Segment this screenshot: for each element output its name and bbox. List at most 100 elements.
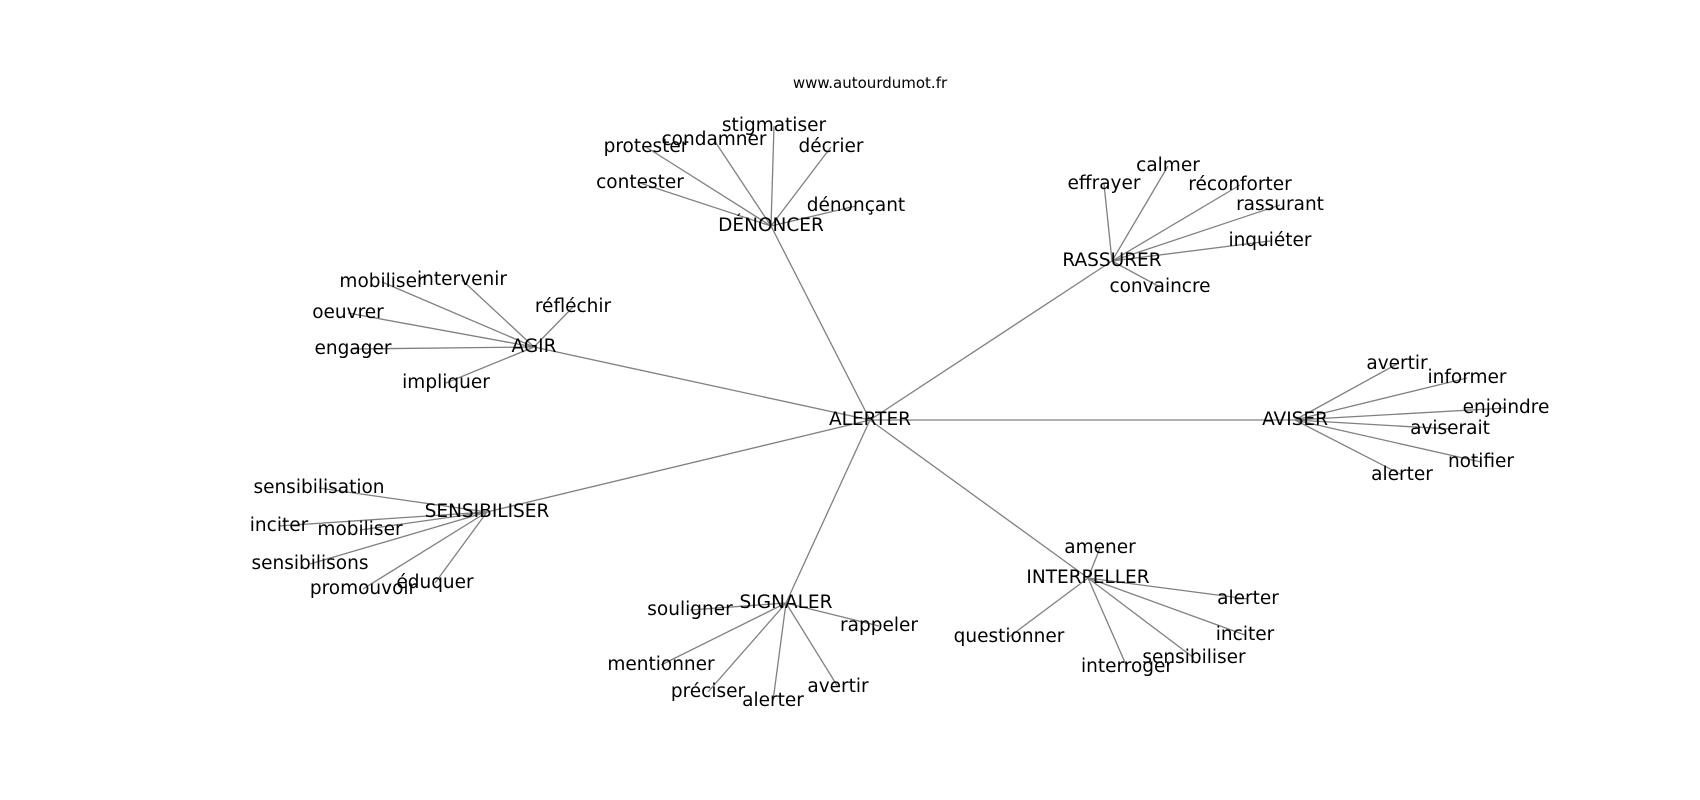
edge-rassurer-convaincre (1111, 260, 1161, 288)
leaf-node-signaler-mentionner: mentionner (607, 654, 715, 675)
edge-agir-mobiliser (381, 281, 535, 348)
edge-interpeller-alerter (1087, 577, 1249, 600)
leaf-node-sensibiliser-eduquer: éduquer (396, 572, 474, 593)
leaf-node-rassurer-rassurant: rassurant (1236, 194, 1324, 215)
leaf-node-denoncer-denoncant: dénonçant (807, 195, 905, 216)
edges-layer (278, 125, 1507, 702)
edge-signaler-mentionner (660, 602, 787, 666)
leaf-node-aviser-aviserait: aviserait (1410, 418, 1490, 439)
leaf-node-rassurer-convaincre: convaincre (1109, 276, 1210, 297)
leaf-node-aviser-notifier: notifier (1448, 451, 1514, 472)
edge-denoncer-contester (639, 182, 772, 227)
edge-aviser-notifier (1294, 419, 1482, 463)
edge-sensibiliser-eduquer (434, 511, 488, 584)
edge-rassurer-effrayer (1103, 183, 1113, 262)
center-node-label: ALERTER (829, 409, 911, 430)
edge-interpeller-inciter (1087, 577, 1246, 636)
leaf-node-aviser-alerter: alerter (1371, 464, 1433, 485)
edge-center-signaler (785, 419, 871, 604)
hub-node-signaler: SIGNALER (740, 592, 833, 613)
edge-aviser-enjoindre (1294, 407, 1507, 421)
leaf-node-agir-oeuvrer: oeuvrer (312, 302, 384, 323)
leaf-node-denoncer-protester: protester (604, 136, 689, 157)
edge-center-denoncer (770, 225, 871, 421)
leaf-node-signaler-avertir: avertir (807, 676, 869, 697)
edge-sensibiliser-sensibilisons (309, 511, 488, 565)
leaf-node-aviser-avertir: avertir (1366, 353, 1428, 374)
leaf-node-aviser-informer: informer (1428, 367, 1507, 388)
edge-aviser-avertir (1294, 363, 1398, 421)
leaf-node-interpeller-inciter: inciter (1216, 624, 1275, 645)
leaf-node-interpeller-interroger: interroger (1081, 656, 1173, 677)
edge-rassurer-inquieter (1111, 240, 1271, 262)
edge-signaler-rappeler (785, 602, 880, 627)
edge-agir-intervenir (461, 279, 535, 348)
edge-signaler-avertir (785, 602, 839, 688)
edge-denoncer-stigmatiser (770, 125, 775, 227)
edge-sensibiliser-promouvoir (362, 511, 488, 590)
leaf-node-denoncer-contester: contester (596, 172, 684, 193)
edge-sensibiliser-sensibilisation (318, 487, 488, 513)
edge-denoncer-decrier (770, 146, 832, 227)
leaf-node-signaler-preciser: préciser (671, 681, 746, 702)
leaf-node-interpeller-alerter: alerter (1217, 588, 1279, 609)
edge-interpeller-amener (1087, 547, 1101, 579)
leaf-node-rassurer-effrayer: effrayer (1067, 173, 1140, 194)
edge-denoncer-condamner (713, 139, 772, 227)
leaf-node-agir-intervenir: intervenir (417, 269, 507, 290)
labels-layer: ALERTERDÉNONCERstigmatisercondamnerprote… (250, 115, 1550, 711)
source-url: www.autourdumot.fr (793, 74, 948, 92)
leaf-node-signaler-alerter: alerter (742, 690, 804, 711)
leaf-node-signaler-rappeler: rappeler (840, 615, 918, 636)
leaf-node-denoncer-decrier: décrier (798, 136, 863, 157)
edge-interpeller-questionner (1008, 577, 1089, 638)
edge-rassurer-rassurant (1111, 204, 1281, 262)
leaf-node-sensibiliser-mobiliser: mobiliser (317, 519, 403, 540)
leaf-node-aviser-enjoindre: enjoindre (1463, 397, 1550, 418)
edge-interpeller-interroger (1087, 577, 1128, 668)
leaf-node-agir-reflechir: réfléchir (535, 296, 612, 317)
edge-rassurer-calmer (1111, 165, 1169, 262)
edge-aviser-informer (1294, 377, 1468, 421)
hub-node-agir: AGIR (512, 336, 557, 357)
leaf-node-signaler-souligner: souligner (647, 599, 733, 620)
hub-node-interpeller: INTERPELLER (1026, 567, 1149, 588)
edge-signaler-preciser (707, 602, 787, 693)
leaf-node-sensibiliser-sensibilisons: sensibilisons (251, 553, 368, 574)
edge-sensibiliser-mobiliser (359, 511, 488, 531)
edge-denoncer-denoncant (770, 205, 857, 227)
edge-agir-oeuvrer (347, 312, 535, 348)
edge-center-sensibiliser (486, 419, 871, 513)
edge-center-interpeller (869, 419, 1089, 579)
edge-interpeller-sensibiliser (1087, 577, 1195, 659)
edge-agir-engager (352, 346, 535, 350)
leaf-node-sensibiliser-inciter: inciter (250, 515, 309, 536)
hub-node-sensibiliser: SENSIBILISER (425, 501, 550, 522)
leaf-node-agir-mobiliser: mobiliser (339, 271, 425, 292)
leaf-node-rassurer-calmer: calmer (1136, 155, 1200, 176)
edge-rassurer-reconforter (1111, 184, 1241, 262)
edge-signaler-souligner (689, 602, 787, 611)
leaf-node-agir-engager: engager (315, 338, 392, 359)
edge-center-agir (533, 346, 871, 421)
leaf-node-agir-impliquer: impliquer (402, 372, 490, 393)
leaf-node-denoncer-condamner: condamner (661, 129, 766, 150)
hub-node-rassurer: RASSURER (1062, 250, 1161, 271)
edge-aviser-aviserait (1294, 419, 1451, 430)
edge-agir-reflechir (533, 306, 574, 348)
leaf-node-rassurer-inquieter: inquiéter (1228, 230, 1311, 251)
edge-agir-impliquer (445, 346, 535, 384)
leaf-node-interpeller-questionner: questionner (954, 626, 1065, 647)
leaf-node-interpeller-amener: amener (1064, 537, 1136, 558)
leaf-node-interpeller-sensibiliser: sensibiliser (1142, 647, 1246, 668)
edge-aviser-alerter (1294, 419, 1403, 476)
leaf-node-sensibiliser-sensibilisation: sensibilisation (253, 477, 384, 498)
edge-signaler-alerter (772, 602, 787, 702)
leaf-node-sensibiliser-promouvoir: promouvoir (310, 578, 417, 599)
edge-sensibiliser-inciter (278, 511, 488, 527)
leaf-node-denoncer-stigmatiser: stigmatiser (722, 115, 827, 136)
edge-center-rassurer (869, 260, 1113, 421)
edge-denoncer-protester (645, 146, 772, 227)
